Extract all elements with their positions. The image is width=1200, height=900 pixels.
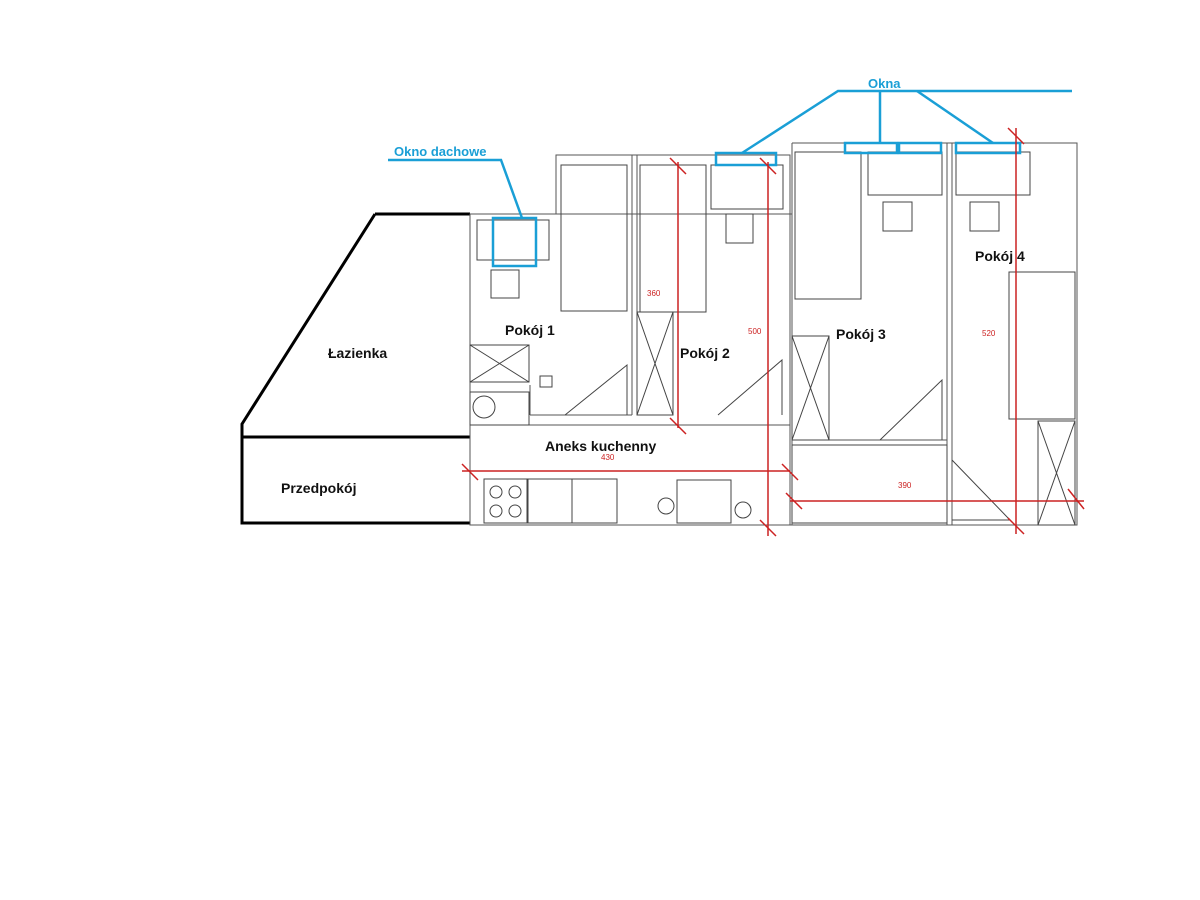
callout-lines [388,89,1072,219]
room-label-pokoj4: Pokój 4 [975,248,1025,264]
hallway-outline [240,437,470,525]
room-label-pokoj2: Pokój 2 [680,345,730,361]
dimension-label-430: 430 [601,453,615,462]
windows [491,141,1022,268]
dimension-label-500: 500 [748,327,762,336]
callout-okno-dachowe: Okno dachowe [394,144,486,159]
room-label-przedpokoj: Przedpokój [281,480,356,496]
room-label-pokoj3: Pokój 3 [836,326,886,342]
room3-furniture [791,151,943,441]
window-room3-a [843,141,899,155]
room4-furniture [951,151,1076,526]
window-room3-b [897,141,943,155]
room-label-lazienka: Łazienka [328,345,387,361]
room-label-pokoj1: Pokój 1 [505,322,555,338]
dimension-lines [461,127,1085,537]
window-room2 [714,151,778,167]
dimension-label-390: 390 [898,481,912,490]
dimension-label-520: 520 [982,329,996,338]
dimension-label-360: 360 [647,289,661,298]
kitchen-counter [483,444,948,524]
bathroom-outline [240,212,470,439]
room-label-aneks: Aneks kuchenny [545,438,656,454]
callout-okna: Okna [868,76,901,91]
room1-furniture [469,164,628,426]
skylight-icon [491,216,538,268]
window-room4 [954,141,1022,155]
